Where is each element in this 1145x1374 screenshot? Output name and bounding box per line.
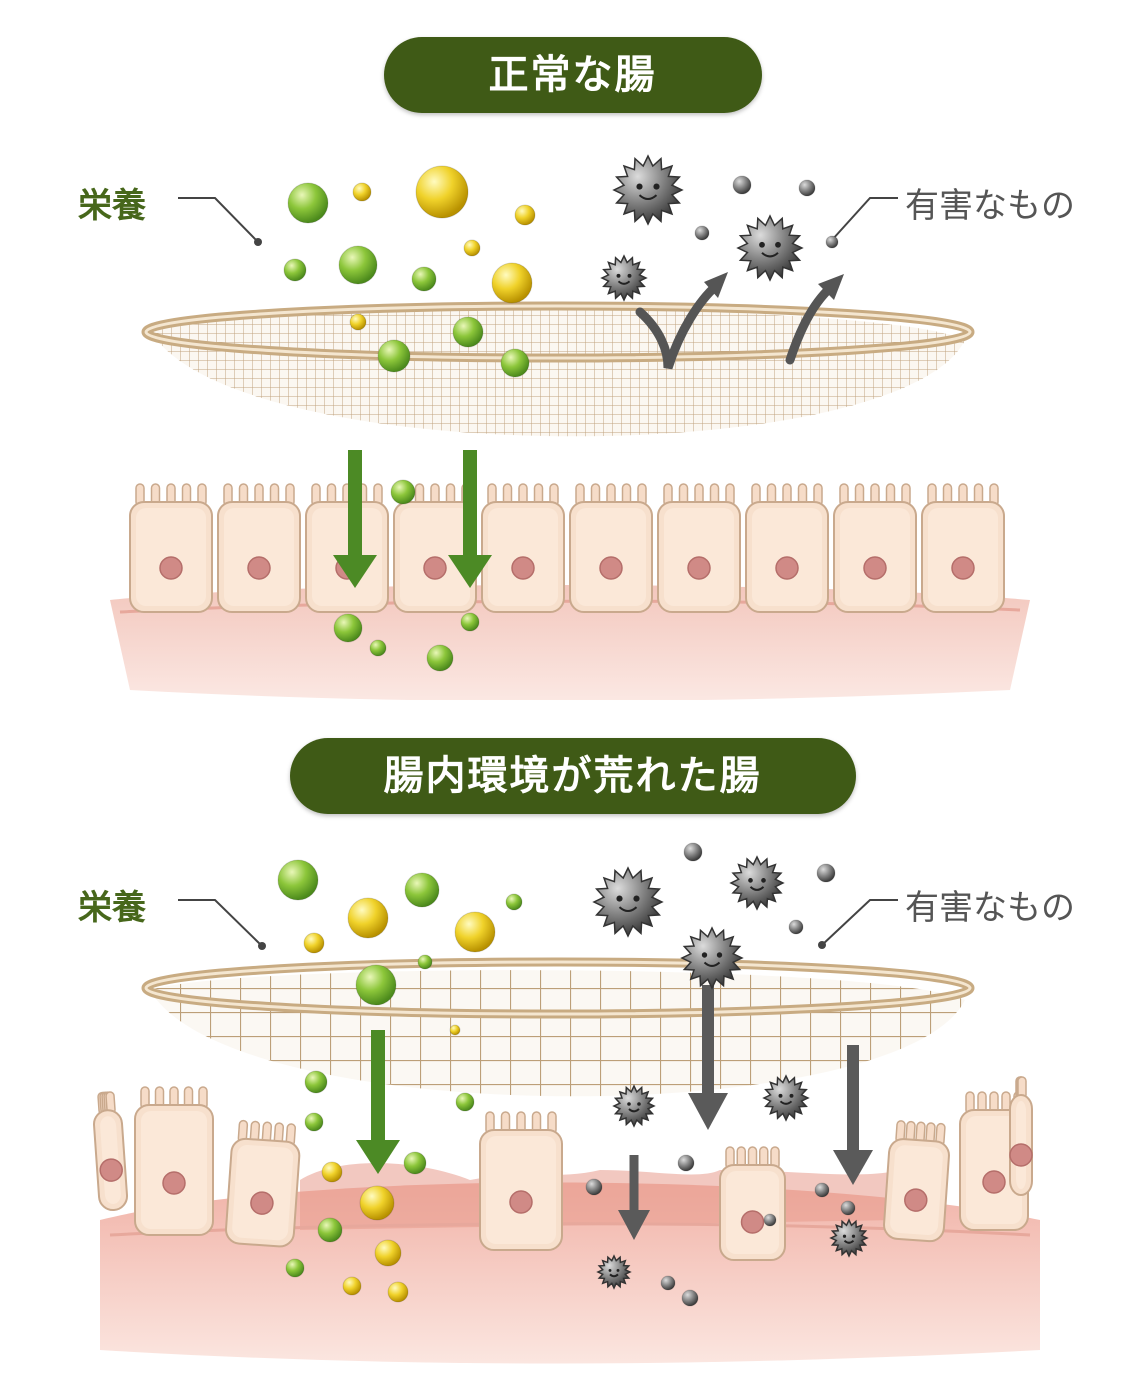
virus-icon: [612, 154, 684, 226]
nutrient-ball-icon: [825, 235, 839, 249]
nutrient-ball-icon: [352, 182, 372, 202]
nutrient-ball-icon: [403, 1151, 427, 1175]
nutrient-ball-icon: [452, 316, 484, 348]
nutrient-ball-icon: [505, 893, 523, 911]
nutrient-ball-icon: [374, 1239, 402, 1267]
nutrient-ball-icon: [377, 339, 411, 373]
panel-title-leaky: 腸内環境が荒れた腸: [289, 738, 856, 814]
cell-icon: [305, 483, 389, 613]
cell-icon: [134, 1086, 214, 1236]
nutrient-ball-icon: [321, 1161, 343, 1183]
cell-icon: [1009, 1076, 1033, 1196]
nutrient-ball-icon: [455, 1092, 475, 1112]
virus-icon: [612, 1084, 656, 1128]
cell-icon: [719, 1146, 786, 1261]
nutrient-ball-icon: [426, 644, 454, 672]
nutrient-ball-icon: [285, 1258, 305, 1278]
cell-icon: [745, 483, 829, 613]
nutrient-ball-icon: [840, 1200, 856, 1216]
virus-icon: [600, 254, 648, 302]
virus-icon: [680, 926, 744, 990]
nutrient-ball-icon: [304, 1070, 328, 1094]
normal-intestine-illustration: [110, 154, 1030, 700]
nutrient-ball-icon: [449, 1024, 461, 1036]
virus-icon: [596, 1254, 632, 1290]
cell-icon: [481, 483, 565, 613]
nutrient-ball-icon: [355, 964, 397, 1006]
cell-icon: [217, 483, 301, 613]
nutrient-ball-icon: [460, 612, 480, 632]
nutrient-ball-icon: [347, 897, 389, 939]
nutrient-ball-icon: [417, 954, 433, 970]
nutrient-ball-icon: [683, 842, 703, 862]
nutrient-ball-icon: [349, 313, 367, 331]
nutrient-ball-icon: [338, 245, 378, 285]
nutrient-ball-icon: [816, 863, 836, 883]
cell-icon: [883, 1120, 950, 1243]
virus-icon: [736, 214, 804, 282]
nutrient-ball-icon: [404, 872, 440, 908]
harmful-label: 有害なもの: [905, 186, 1075, 226]
nutrient-label: 栄養: [78, 186, 146, 226]
cell-icon: [225, 1119, 301, 1248]
harmful-label: 有害なもの: [905, 888, 1075, 928]
nutrient-ball-icon: [585, 1178, 603, 1196]
nutrient-ball-icon: [387, 1281, 409, 1303]
cell-icon: [93, 1091, 129, 1212]
nutrient-ball-icon: [277, 859, 319, 901]
leaky-intestine-illustration: [93, 842, 1040, 1364]
nutrient-ball-icon: [369, 639, 387, 657]
nutrient-ball-icon: [283, 258, 307, 282]
cell-icon: [833, 483, 917, 613]
nutrient-ball-icon: [732, 175, 752, 195]
cell-icon: [921, 483, 1005, 613]
nutrient-ball-icon: [660, 1275, 676, 1291]
nutrient-ball-icon: [287, 182, 329, 224]
nutrient-ball-icon: [788, 919, 804, 935]
cell-icon: [393, 483, 477, 613]
nutrient-ball-icon: [677, 1154, 695, 1172]
nutrient-ball-icon: [694, 225, 710, 241]
nutrient-ball-icon: [491, 262, 533, 304]
panel-leaky-intestine: 腸内環境が荒れた腸 栄養 有害なもの: [0, 700, 1145, 1374]
nutrient-ball-icon: [415, 165, 469, 219]
nutrient-ball-icon: [359, 1185, 395, 1221]
nutrient-label: 栄養: [78, 888, 146, 928]
nutrient-ball-icon: [814, 1182, 830, 1198]
virus-icon: [729, 855, 785, 911]
cell-icon: [657, 483, 741, 613]
nutrient-ball-icon: [681, 1289, 699, 1307]
nutrient-ball-icon: [763, 1213, 777, 1227]
nutrient-ball-icon: [463, 239, 481, 257]
virus-icon: [592, 866, 664, 938]
sieve-icon: [141, 957, 975, 1097]
cell-icon: [129, 483, 213, 613]
nutrient-ball-icon: [333, 613, 363, 643]
panel-normal-intestine: 正常な腸 栄養 有害なもの: [78, 37, 1075, 700]
nutrient-ball-icon: [390, 479, 416, 505]
panel-title-normal: 正常な腸: [383, 37, 762, 113]
nutrient-ball-icon: [454, 911, 496, 953]
nutrient-ball-icon: [500, 348, 530, 378]
nutrient-ball-icon: [514, 204, 536, 226]
nutrient-ball-icon: [303, 932, 325, 954]
nutrient-ball-icon: [317, 1217, 343, 1243]
virus-icon: [762, 1074, 810, 1122]
nutrient-ball-icon: [798, 179, 816, 197]
virus-icon: [829, 1218, 869, 1258]
nutrient-ball-icon: [304, 1112, 324, 1132]
sieve-icon: [141, 301, 975, 437]
cell-icon: [479, 1111, 563, 1251]
nutrient-ball-icon: [411, 266, 437, 292]
nutrient-ball-icon: [342, 1276, 362, 1296]
cell-icon: [569, 483, 653, 613]
